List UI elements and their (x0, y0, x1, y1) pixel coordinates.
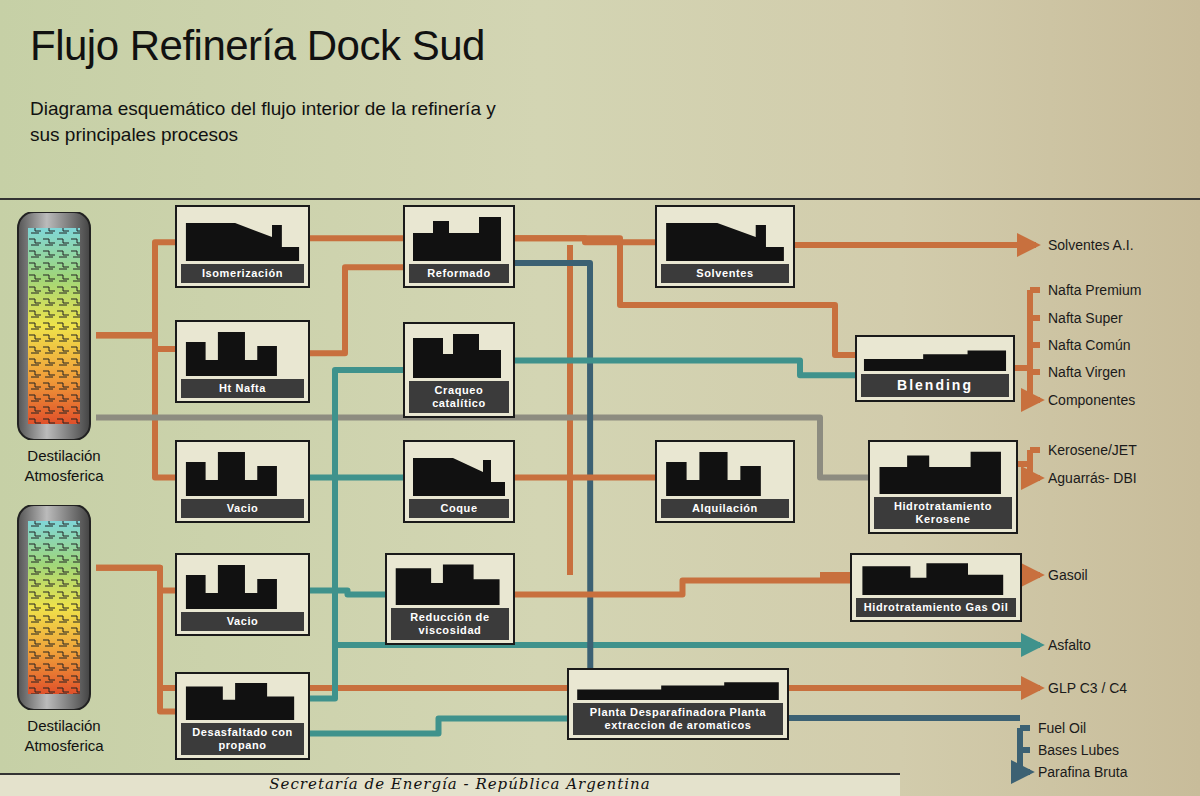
plant-icon (409, 328, 509, 378)
process-label: Craqueo catalítico (409, 381, 509, 413)
product-label: Componentes (1048, 392, 1135, 408)
pipe-line (96, 335, 175, 477)
pipe-line (96, 568, 175, 712)
process-label: Ht Nafta (181, 379, 304, 398)
process-box: Vacio (175, 440, 310, 523)
product-label: Nafta Común (1048, 337, 1130, 353)
distillation-column: Destilación Atmosferica (14, 505, 124, 756)
plant-icon (856, 559, 1016, 595)
process-box: Isomerización (175, 205, 310, 288)
process-label: Alquilación (661, 499, 789, 518)
process-label: Desasfaltado con propano (181, 723, 304, 755)
product-label: Parafina Bruta (1038, 764, 1128, 780)
process-box: Ht Nafta (175, 320, 310, 403)
process-box: Blending (855, 335, 1015, 402)
process-label: Reformado (409, 264, 509, 283)
pipe-line (310, 235, 403, 241)
process-box: Coque (403, 440, 515, 523)
header-rule (0, 198, 1200, 200)
process-box: Solventes (655, 205, 795, 288)
product-label: Asfalto (1048, 637, 1091, 653)
pipe-line (310, 267, 403, 353)
process-label: Coque (409, 499, 509, 518)
diagram-title: Flujo Refinería Dock Sud (30, 22, 485, 70)
diagram-caption: Diagrama esquemático del flujo interior … (30, 96, 520, 148)
footer-credit: Secretaría de Energía - República Argent… (30, 775, 890, 793)
process-label: Hidrotratamiento Gas Oil (856, 598, 1016, 617)
pipe-line (515, 581, 850, 595)
unit-label: Destilación Atmosferica (14, 446, 114, 486)
product-label: Bases Lubes (1038, 742, 1119, 758)
product-label: Kerosene/JET (1048, 442, 1137, 458)
pipe-line (96, 568, 175, 591)
pipe-line (310, 474, 403, 480)
process-box: Alquilación (655, 440, 795, 523)
pipe-line (96, 242, 175, 335)
process-box: Hidrotratamiento Kerosene (868, 440, 1018, 534)
process-label: Blending (861, 374, 1009, 397)
process-label: Vacio (181, 612, 304, 631)
product-label: Aguarrás- DBI (1048, 470, 1137, 486)
plant-icon (181, 678, 304, 720)
process-box: Vacio (175, 553, 310, 636)
plant-icon (661, 211, 789, 261)
product-label: Fuel Oil (1038, 720, 1086, 736)
process-label: Isomerización (181, 264, 304, 283)
pipe-line (310, 370, 403, 698)
plant-icon (874, 446, 1012, 494)
plant-icon (661, 446, 789, 496)
pipe-line (310, 718, 567, 733)
pipe-line (310, 590, 385, 594)
plant-icon (409, 446, 509, 496)
column-drawing (14, 505, 94, 710)
pipe-line (515, 360, 855, 375)
process-box: Reformado (403, 205, 515, 288)
plant-icon (181, 326, 304, 376)
column-drawing (14, 212, 94, 440)
product-label: Nafta Super (1048, 310, 1123, 326)
plant-icon (409, 211, 509, 261)
process-label: Vacio (181, 499, 304, 518)
product-label: Nafta Premium (1048, 282, 1141, 298)
product-label: Gasoil (1048, 567, 1088, 583)
process-box: Planta Desparafinadora Planta extraccion… (567, 668, 789, 740)
product-label: Nafta Virgen (1048, 364, 1126, 380)
process-label: Solventes (661, 264, 789, 283)
process-box: Desasfaltado con propano (175, 672, 310, 760)
plant-icon (573, 674, 783, 700)
unit-label: Destilación Atmosferica (14, 716, 114, 756)
plant-icon (861, 341, 1009, 371)
plant-icon (181, 559, 304, 609)
product-label: Solventes A.I. (1048, 237, 1134, 253)
pipe-line (515, 474, 655, 480)
plant-icon (181, 211, 304, 261)
process-box: Craqueo catalítico (403, 322, 515, 418)
process-label: Hidrotratamiento Kerosene (874, 497, 1012, 529)
process-label: Reducción de viscosidad (391, 608, 509, 640)
pipe-line (515, 263, 590, 668)
process-box: Reducción de viscosidad (385, 553, 515, 645)
process-box: Hidrotratamiento Gas Oil (850, 553, 1022, 622)
distillation-column: Destilación Atmosferica (14, 212, 124, 486)
plant-icon (391, 559, 509, 605)
plant-icon (181, 446, 304, 496)
process-label: Planta Desparafinadora Planta extraccion… (573, 703, 783, 735)
product-label: GLP C3 / C4 (1048, 680, 1127, 696)
